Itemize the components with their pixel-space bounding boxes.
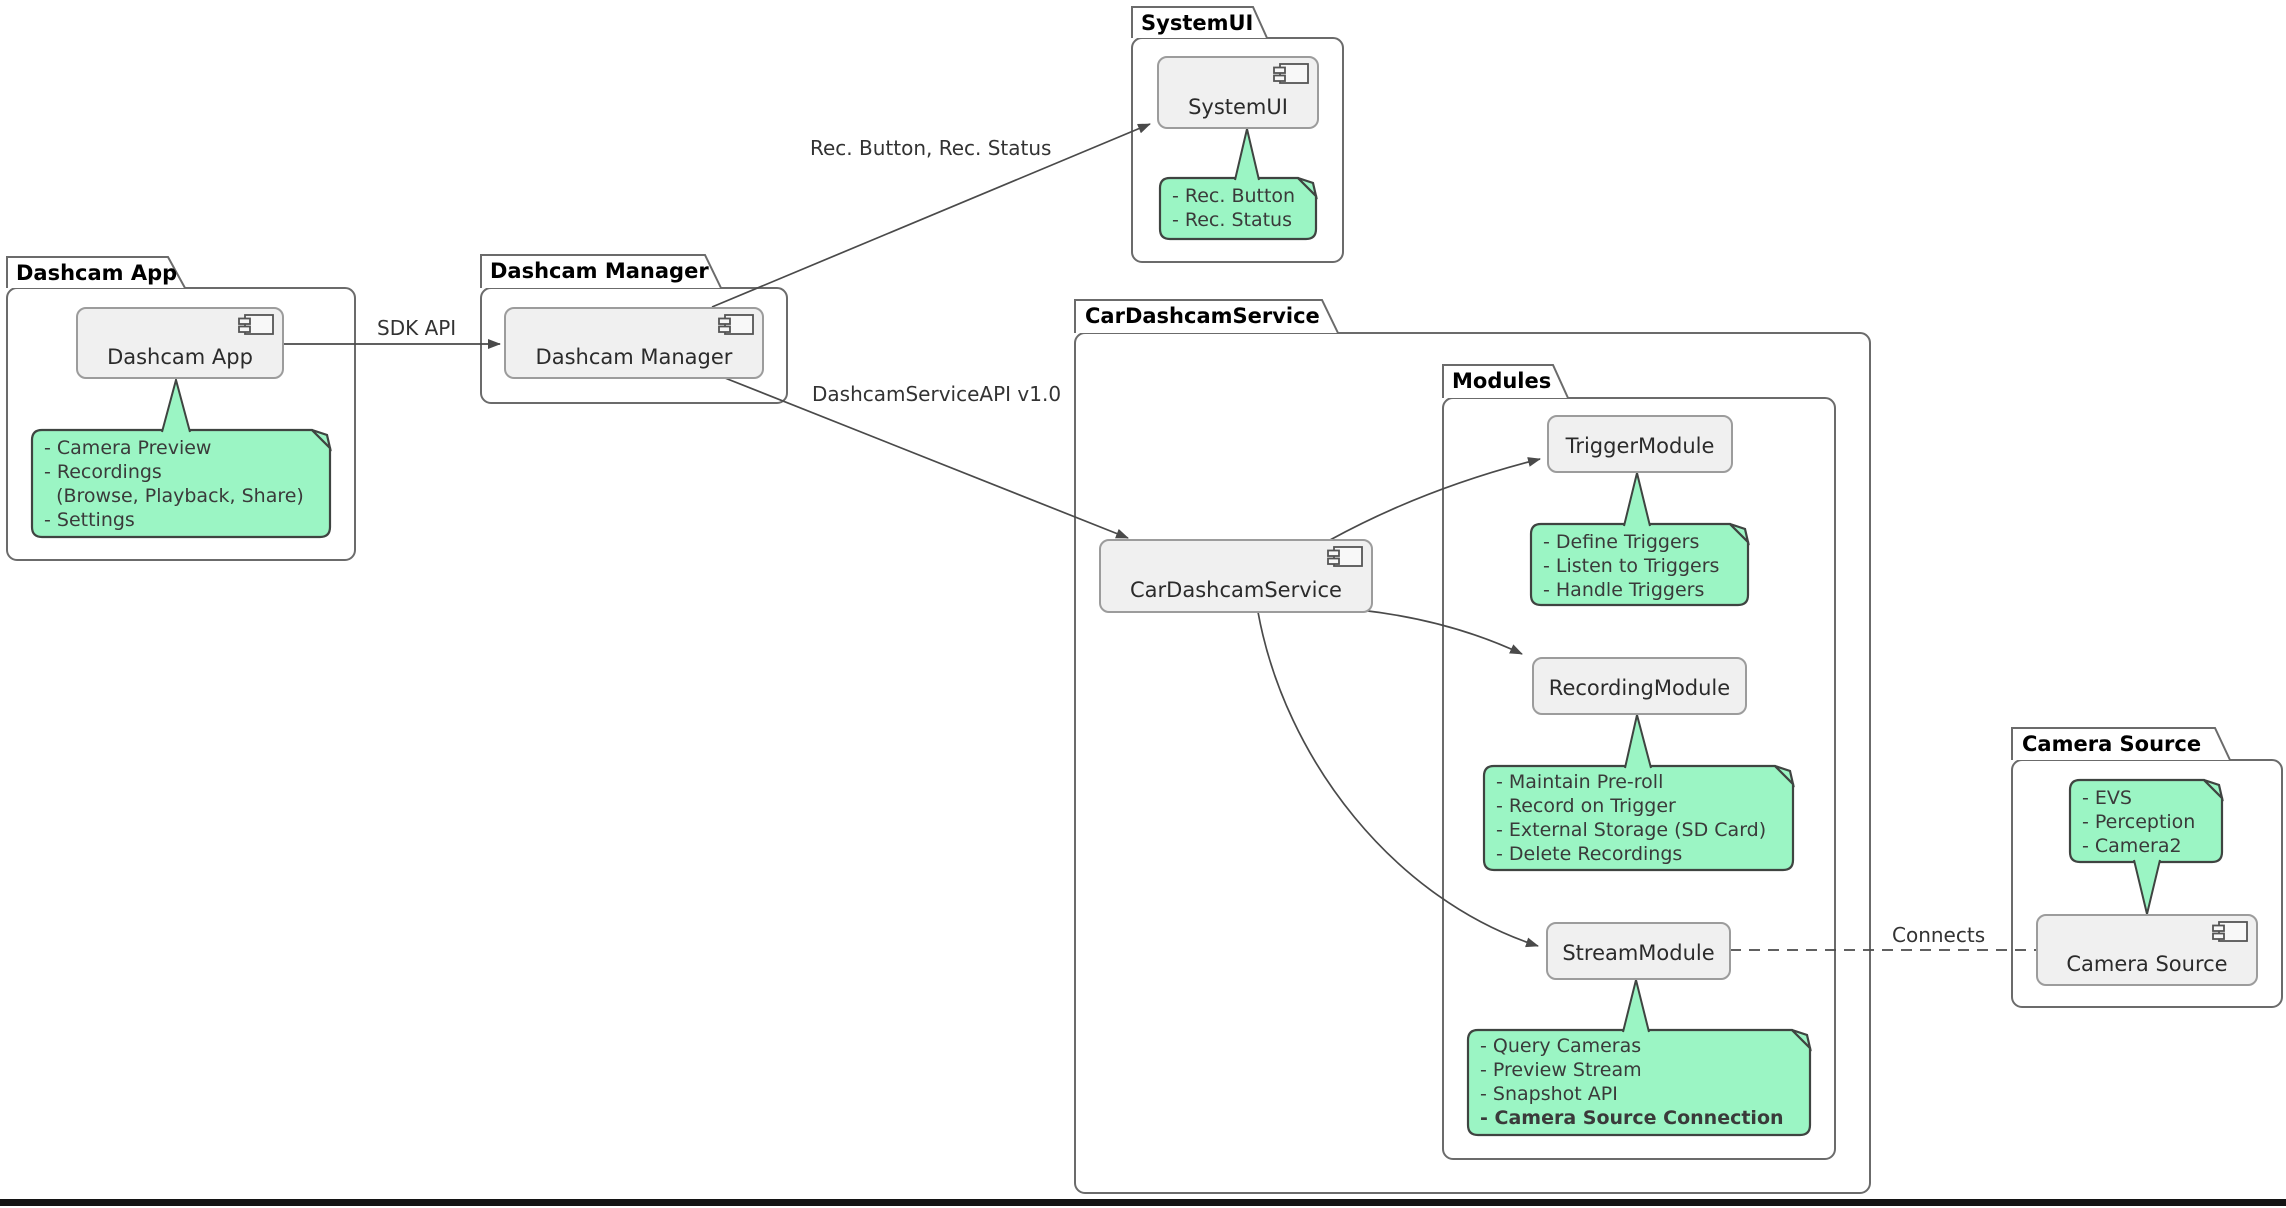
note-line: (Browse, Playback, Share) — [44, 485, 304, 507]
component-icon — [1327, 546, 1363, 567]
component-label-dashcam-app: Dashcam App — [107, 345, 253, 369]
edge-label-dashcam-service-api: DashcamServiceAPI v1.0 — [812, 382, 1062, 406]
component-label-trigger-module: TriggerModule — [1565, 434, 1715, 458]
note-line: - EVS — [2082, 787, 2132, 809]
edge-service-to-trigger-module — [1329, 457, 1541, 541]
note-camera-source-fold — [2203, 778, 2224, 802]
note-line: - Handle Triggers — [1543, 579, 1705, 601]
note-line: - Listen to Triggers — [1543, 555, 1720, 577]
component-label-camera-source: Camera Source — [2066, 952, 2228, 976]
note-camera-source — [2068, 778, 2224, 864]
package-title-car-dashcam-service: CarDashcamService — [1085, 304, 1320, 328]
edge-service-to-recording-module — [1359, 609, 1523, 655]
component-stream-module-box — [1546, 922, 1731, 980]
package-dashcam-app-tab — [6, 256, 186, 289]
component-dashcam-app-box — [76, 307, 284, 379]
note-text-systemui: - Rec. Button - Rec. Status — [1172, 184, 1295, 232]
component-icon — [238, 314, 274, 335]
note-dashcam-app — [30, 428, 332, 539]
note-line: - Record on Trigger — [1496, 795, 1676, 817]
note-line: - Preview Stream — [1480, 1059, 1642, 1081]
edge-service-to-stream-module — [1257, 611, 1539, 948]
package-title-dashcam-manager: Dashcam Manager — [490, 259, 709, 283]
note-line: - Camera Source Connection — [1480, 1107, 1784, 1129]
note-line: - Query Cameras — [1480, 1035, 1642, 1057]
component-icon — [2212, 921, 2248, 942]
package-title-dashcam-app: Dashcam App — [16, 261, 178, 285]
note-line: - Snapshot API — [1480, 1083, 1618, 1105]
note-text-dashcam-app: - Camera Preview - Recordings (Browse, P… — [44, 436, 304, 532]
note-trigger-module-fold — [1729, 522, 1750, 546]
component-icon — [718, 314, 754, 335]
note-line: - Recordings — [44, 461, 162, 483]
component-label-car-dashcam-service: CarDashcamService — [1130, 578, 1342, 602]
edge-manager-to-systemui — [711, 123, 1151, 308]
bottom-bar — [0, 1199, 2286, 1206]
component-car-dashcam-service-box — [1099, 539, 1373, 613]
note-systemui — [1158, 176, 1318, 241]
note-trigger-module — [1529, 522, 1750, 607]
note-line: - Camera Preview — [44, 437, 212, 459]
note-text-stream-module: - Query Cameras - Preview Stream - Snaps… — [1480, 1034, 1784, 1130]
note-line: - Settings — [44, 509, 135, 531]
component-icon — [1273, 63, 1309, 84]
note-line: - External Storage (SD Card) — [1496, 819, 1767, 841]
package-car-dashcam-service-tab — [1074, 299, 1339, 334]
note-stream-module-fold — [1791, 1028, 1812, 1052]
note-text-recording-module: - Maintain Pre-roll - Record on Trigger … — [1496, 770, 1766, 866]
note-text-camera-source: - EVS - Perception - Camera2 — [2082, 786, 2195, 858]
note-line: - Maintain Pre-roll — [1496, 771, 1664, 793]
edge-label-connects: Connects — [1892, 923, 1986, 947]
package-camera-source-tab — [2011, 727, 2231, 761]
note-line: - Rec. Status — [1172, 209, 1293, 231]
package-title-modules: Modules — [1452, 369, 1552, 393]
note-line: - Rec. Button — [1172, 185, 1296, 207]
component-label-recording-module: RecordingModule — [1548, 676, 1731, 700]
note-dashcam-app-fold — [311, 428, 332, 452]
component-trigger-module-box — [1547, 415, 1733, 473]
component-camera-source-box — [2036, 914, 2258, 986]
edge-label-sdk-api: SDK API — [377, 316, 457, 340]
component-label-stream-module: StreamModule — [1562, 941, 1715, 965]
package-modules-tab — [1442, 364, 1569, 399]
note-recording-module-fold — [1774, 764, 1795, 788]
package-systemui-tab — [1131, 6, 1268, 39]
edge-manager-to-service — [724, 377, 1129, 539]
note-recording-module — [1482, 764, 1795, 872]
note-line: - Define Triggers — [1543, 531, 1700, 553]
note-line: - Perception — [2082, 811, 2196, 833]
component-recording-module-box — [1532, 657, 1747, 715]
package-dashcam-manager-tab — [480, 254, 722, 289]
note-stream-module — [1466, 1028, 1812, 1137]
note-line: - Camera2 — [2082, 835, 2182, 857]
note-text-trigger-module: - Define Triggers - Listen to Triggers -… — [1543, 530, 1719, 602]
package-title-systemui: SystemUI — [1141, 11, 1254, 35]
component-label-dashcam-manager: Dashcam Manager — [535, 345, 733, 369]
note-pointer-dashcam-app — [161, 376, 191, 433]
component-dashcam-manager-box — [504, 307, 764, 379]
note-systemui-fold — [1297, 176, 1318, 200]
package-title-camera-source: Camera Source — [2022, 732, 2202, 756]
edge-label-rec-button-status: Rec. Button, Rec. Status — [810, 136, 1052, 160]
note-line: - Delete Recordings — [1496, 843, 1683, 865]
component-label-systemui: SystemUI — [1188, 94, 1288, 119]
